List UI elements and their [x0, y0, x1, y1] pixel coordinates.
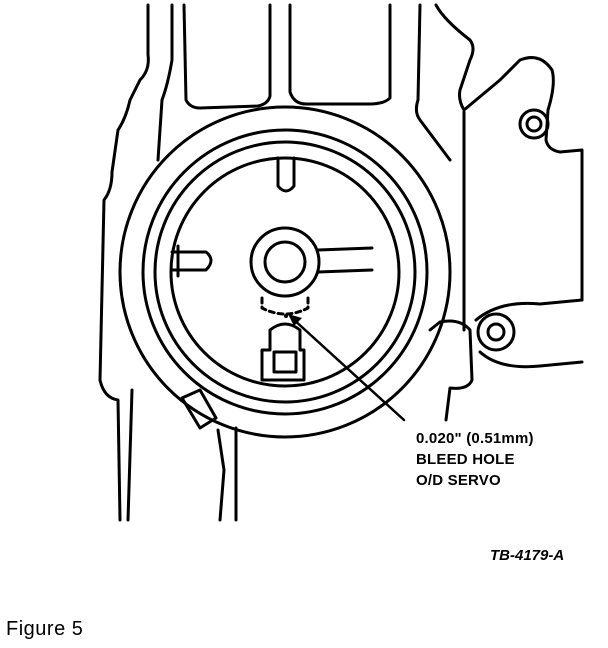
figure-caption: Figure 5 — [6, 618, 84, 640]
callout-line-1: 0.020" (0.51mm) — [416, 430, 534, 447]
housing-right-lower — [428, 319, 474, 422]
housing-right-edge — [434, 3, 584, 302]
center-boss-inner — [263, 240, 307, 284]
bolt-boss-lower-inner — [486, 322, 506, 342]
housing-bottom-wall-2 — [216, 428, 226, 522]
housing-inner-left — [156, 3, 174, 162]
housing-top-rib-3 — [414, 3, 452, 162]
bolt-boss-lower — [476, 312, 516, 352]
bolt-boss-upper — [518, 108, 550, 140]
callout-line-3: O/D SERVO — [416, 472, 501, 489]
ring-tab — [180, 388, 218, 430]
top-slot — [276, 156, 296, 193]
right-web-2 — [478, 350, 584, 369]
bleed-hole — [284, 314, 288, 318]
housing-outline — [98, 3, 150, 522]
center-boss-outer — [249, 226, 321, 298]
bleed-hole-outline — [260, 296, 310, 316]
servo-bore-inner-ring — [153, 140, 417, 404]
servo-bore-outer-ring — [118, 105, 452, 439]
servo-bore-innermost — [169, 156, 401, 388]
lower-fitting-inner — [272, 350, 298, 374]
drawing-code: TB-4179-A — [490, 547, 565, 564]
center-boss-arm — [316, 246, 374, 274]
servo-bore-mid-ring — [141, 128, 429, 416]
lower-fitting — [260, 322, 306, 382]
housing-bottom-left — [126, 388, 134, 522]
bolt-boss-upper-inner — [525, 115, 543, 133]
callout-line-2: BLEED HOLE — [416, 451, 515, 468]
housing-top-rib-2 — [288, 3, 392, 106]
right-web — [474, 298, 584, 322]
leader-arrowhead — [288, 314, 302, 326]
callout-label: 0.020" (0.51mm) BLEED HOLE O/D SERVO — [416, 428, 534, 491]
housing-top-rib — [182, 3, 272, 110]
leader-line — [290, 316, 406, 422]
left-slot — [170, 250, 213, 272]
